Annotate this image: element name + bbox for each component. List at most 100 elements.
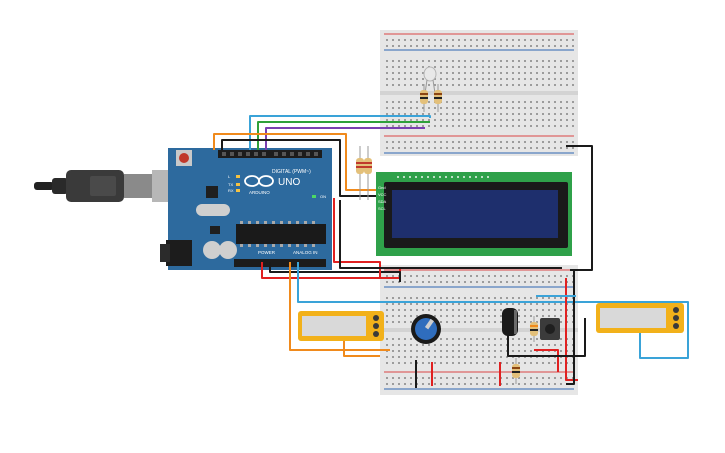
- breadboard-hole: [428, 84, 430, 86]
- breadboard-hole: [500, 60, 502, 62]
- breadboard-hole: [410, 119, 412, 121]
- breadboard-hole: [446, 321, 448, 323]
- breadboard-hole: [488, 60, 490, 62]
- breadboard-hole: [524, 303, 526, 305]
- breadboard-hole: [500, 125, 502, 127]
- breadboard-hole: [410, 275, 412, 277]
- breadboard-hole: [572, 107, 574, 109]
- breadboard-hole: [470, 45, 472, 47]
- breadboard-hole: [416, 350, 418, 352]
- breadboard-hole: [452, 377, 454, 379]
- breadboard-hole: [464, 66, 466, 68]
- breadboard-hole: [422, 275, 424, 277]
- breadboard-hole: [476, 125, 478, 127]
- breadboard-hole: [470, 350, 472, 352]
- breadboard-hole: [458, 147, 460, 149]
- breadboard-hole: [434, 119, 436, 121]
- breadboard-hole: [530, 315, 532, 317]
- lcd-pin-scl: SCL: [378, 206, 387, 211]
- breadboard-hole: [440, 78, 442, 80]
- breadboard-hole: [470, 303, 472, 305]
- breadboard-hole: [566, 39, 568, 41]
- breadboard-hole: [542, 297, 544, 299]
- breadboard-hole: [518, 297, 520, 299]
- breadboard-hole: [416, 297, 418, 299]
- breadboard-hole: [410, 303, 412, 305]
- pushbutton: [540, 318, 560, 340]
- breadboard-hole: [482, 78, 484, 80]
- breadboard-hole: [422, 60, 424, 62]
- breadboard-hole: [518, 113, 520, 115]
- breadboard-hole: [398, 362, 400, 364]
- breadboard-hole: [410, 383, 412, 385]
- breadboard-hole: [494, 72, 496, 74]
- breadboard-hole: [458, 383, 460, 385]
- breadboard-hole: [458, 356, 460, 358]
- breadboard-hole: [446, 101, 448, 103]
- breadboard-hole: [500, 297, 502, 299]
- breadboard-hole: [506, 356, 508, 358]
- breadboard-hole: [410, 72, 412, 74]
- breadboard-hole: [446, 303, 448, 305]
- breadboard-hole: [494, 78, 496, 80]
- breadboard-hole: [404, 141, 406, 143]
- breadboard-hole: [488, 338, 490, 340]
- breadboard-hole: [428, 383, 430, 385]
- breadboard-hole: [554, 125, 556, 127]
- breadboard-hole: [500, 66, 502, 68]
- breadboard-hole: [446, 60, 448, 62]
- breadboard-hole: [422, 107, 424, 109]
- breadboard-hole: [452, 39, 454, 41]
- breadboard-hole: [524, 84, 526, 86]
- wire-black-right: [566, 145, 593, 271]
- breadboard-hole: [560, 60, 562, 62]
- breadboard-hole: [506, 113, 508, 115]
- breadboard-hole: [422, 297, 424, 299]
- breadboard-hole: [530, 362, 532, 364]
- breadboard-hole: [458, 321, 460, 323]
- breadboard-hole: [530, 107, 532, 109]
- breadboard-hole: [506, 362, 508, 364]
- breadboard-hole: [548, 39, 550, 41]
- breadboard-hole: [536, 84, 538, 86]
- breadboard-hole: [500, 147, 502, 149]
- breadboard-hole: [386, 39, 388, 41]
- breadboard-hole: [482, 350, 484, 352]
- breadboard-hole: [446, 78, 448, 80]
- wire-black-lcd: [339, 200, 562, 269]
- breadboard-hole: [404, 377, 406, 379]
- breadboard-hole: [428, 344, 430, 346]
- breadboard-hole: [512, 362, 514, 364]
- breadboard-hole: [434, 377, 436, 379]
- breadboard-hole: [470, 377, 472, 379]
- breadboard-hole: [494, 350, 496, 352]
- breadboard-hole: [548, 275, 550, 277]
- breadboard-hole: [458, 60, 460, 62]
- breadboard-hole: [446, 125, 448, 127]
- board-brand: ARDUINO: [249, 190, 270, 195]
- breadboard-hole: [476, 297, 478, 299]
- breadboard-hole: [488, 303, 490, 305]
- breadboard-hole: [542, 125, 544, 127]
- breadboard-hole: [416, 303, 418, 305]
- breadboard-hole: [452, 66, 454, 68]
- breadboard-hole: [506, 275, 508, 277]
- breadboard-hole: [482, 39, 484, 41]
- lcd-pin-gnd: Gnd: [378, 185, 386, 190]
- breadboard-hole: [482, 377, 484, 379]
- breadboard-hole: [428, 356, 430, 358]
- breadboard-hole: [518, 39, 520, 41]
- breadboard-hole: [416, 141, 418, 143]
- breadboard-hole: [494, 315, 496, 317]
- breadboard-hole: [500, 281, 502, 283]
- breadboard-bottom: [380, 265, 578, 395]
- breadboard-hole: [512, 39, 514, 41]
- breadboard-hole: [404, 84, 406, 86]
- breadboard-hole: [440, 125, 442, 127]
- breadboard-hole: [518, 45, 520, 47]
- breadboard-hole: [410, 309, 412, 311]
- breadboard-hole: [542, 60, 544, 62]
- breadboard-hole: [470, 297, 472, 299]
- breadboard-hole: [530, 321, 532, 323]
- breadboard-hole: [416, 113, 418, 115]
